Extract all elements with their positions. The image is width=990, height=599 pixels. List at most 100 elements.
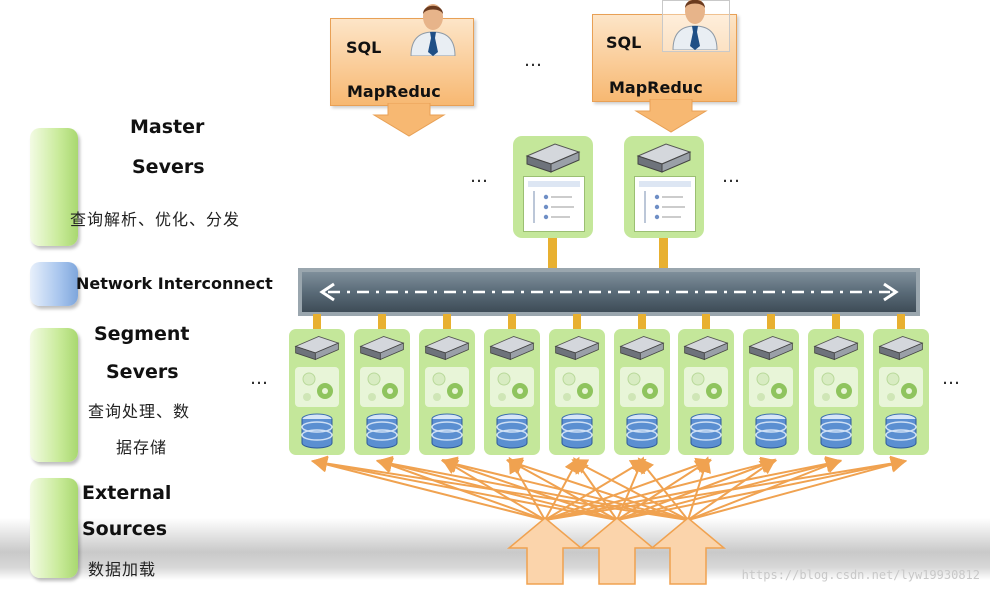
client-down-arrow-2 <box>634 99 708 133</box>
client-down-arrow-1 <box>372 103 446 137</box>
load-flow-arrow <box>637 457 689 521</box>
load-flow-arrow <box>544 456 843 521</box>
server-icon <box>294 333 340 367</box>
load-flow-arrow <box>441 458 546 521</box>
query-plan-doc-icon <box>523 176 585 232</box>
master-tier-tab <box>30 128 78 246</box>
master-ellipsis-right: … <box>722 166 740 187</box>
network-title: Network Interconnect <box>76 274 273 293</box>
segment-node <box>549 329 605 455</box>
segment-node <box>808 329 864 455</box>
load-flow-arrow <box>544 458 647 521</box>
load-flow-arrow <box>571 459 689 521</box>
database-icon <box>430 413 464 453</box>
client-1-sql-label: SQL <box>346 38 382 57</box>
segment-connector <box>313 314 321 330</box>
segment-tier-tab <box>30 328 78 462</box>
server-icon <box>748 333 794 367</box>
external-source-arrow <box>649 517 727 585</box>
master-ellipsis-left: … <box>470 166 488 187</box>
database-icon <box>365 413 399 453</box>
server-icon <box>619 333 665 367</box>
master-title-line2: Severs <box>132 156 205 178</box>
network-tier-tab <box>30 262 78 306</box>
external-caption: 数据加载 <box>88 560 157 579</box>
load-flow-arrow <box>616 456 907 521</box>
load-flow-arrow <box>544 456 778 521</box>
database-icon <box>625 413 659 453</box>
database-icon <box>300 413 334 453</box>
segment-connector <box>573 314 581 330</box>
segment-connector <box>767 314 775 330</box>
database-icon <box>689 413 723 453</box>
external-source-arrow <box>578 517 656 585</box>
segment-title-line1: Segment <box>94 323 190 345</box>
user-icon <box>672 0 718 50</box>
database-icon <box>754 413 788 453</box>
server-icon <box>554 333 600 367</box>
master-2-connector <box>659 238 668 272</box>
load-flow-arrow <box>506 457 689 521</box>
database-icon <box>560 413 594 453</box>
segment-ellipsis-right: … <box>942 368 960 389</box>
server-icon <box>424 333 470 367</box>
client-2-mapreduce-label: MapReduc <box>609 78 703 97</box>
watermark: https://blog.csdn.net/lyw19930812 <box>741 568 980 582</box>
processing-gear-icon <box>555 367 599 407</box>
master-title-line1: Master <box>130 116 205 138</box>
database-icon <box>495 413 529 453</box>
server-icon <box>813 333 859 367</box>
segment-node <box>419 329 475 455</box>
segment-connector <box>508 314 516 330</box>
processing-gear-icon <box>425 367 469 407</box>
client-1-mapreduce-label: MapReduc <box>347 82 441 101</box>
segment-caption-line2: 据存储 <box>116 438 168 457</box>
query-plan-doc-icon <box>634 176 696 232</box>
master-1-connector <box>548 238 557 272</box>
segment-node <box>743 329 799 455</box>
master-node-2 <box>624 136 704 238</box>
server-icon <box>878 333 924 367</box>
load-flow-arrow <box>687 456 907 521</box>
clients-ellipsis: … <box>524 50 542 71</box>
external-title-line1: External <box>82 482 172 504</box>
floor-band <box>0 518 990 580</box>
load-flow-arrow <box>376 456 618 521</box>
load-flow-arrow <box>616 456 645 521</box>
processing-gear-icon <box>360 367 404 407</box>
processing-gear-icon <box>684 367 728 407</box>
network-interconnect-bar <box>298 268 920 316</box>
segment-ellipsis-left: … <box>250 368 268 389</box>
segment-node <box>614 329 670 455</box>
segment-node <box>354 329 410 455</box>
processing-gear-icon <box>879 367 923 407</box>
processing-gear-icon <box>490 367 534 407</box>
processing-gear-icon <box>295 367 339 407</box>
load-flow-arrow <box>544 457 713 521</box>
segment-connector <box>638 314 646 330</box>
load-flow-arrow <box>311 456 546 521</box>
load-flow-arrow <box>687 456 712 521</box>
processing-gear-icon <box>749 367 793 407</box>
segment-connector <box>702 314 710 330</box>
segment-connector <box>897 314 905 330</box>
server-icon <box>636 143 692 173</box>
processing-gear-icon <box>620 367 664 407</box>
client-box-1 <box>330 18 474 106</box>
client-2-sql-label: SQL <box>606 33 642 52</box>
client-box-2 <box>592 14 737 102</box>
load-flow-arrow <box>440 456 689 521</box>
segment-node <box>289 329 345 455</box>
segment-title-line2: Severs <box>106 361 179 383</box>
external-tier-tab <box>30 478 78 578</box>
load-flow-arrow <box>311 456 618 521</box>
load-flow-arrow <box>544 455 908 521</box>
master-caption: 查询解析、优化、分发 <box>70 210 241 229</box>
segment-connector <box>832 314 840 330</box>
server-icon <box>683 333 729 367</box>
processing-gear-icon <box>814 367 858 407</box>
segment-connector <box>443 314 451 330</box>
master-node-1 <box>513 136 593 238</box>
segment-node <box>484 329 540 455</box>
